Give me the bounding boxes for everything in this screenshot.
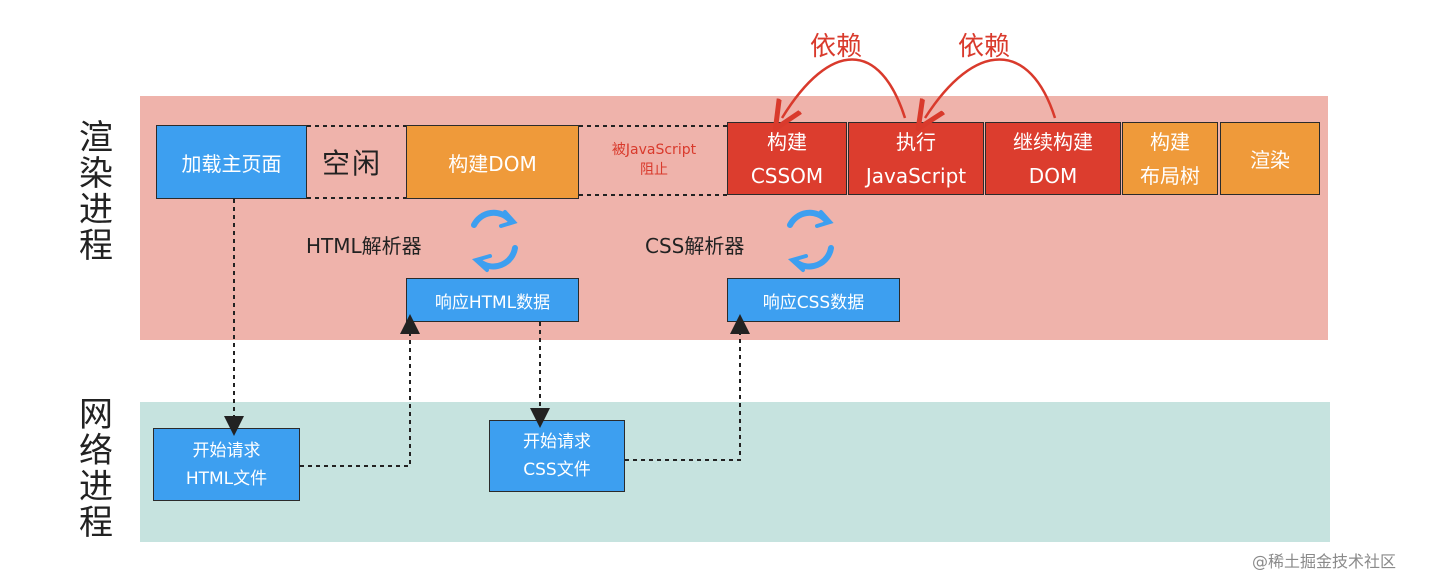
css-parser-cycle-icon [787, 209, 834, 272]
continue-build-dom-box: 继续构建 DOM [985, 122, 1121, 195]
idle-label: 空闲 [322, 147, 383, 180]
dependency-label-1: 依赖 [810, 32, 863, 62]
dependency-label-2: 依赖 [958, 32, 1011, 62]
request-html-file-box: 开始请求 HTML文件 [153, 428, 300, 501]
watermark: @稀土掘金技术社区 [1252, 552, 1397, 571]
request-css-file-box: 开始请求 CSS文件 [489, 420, 625, 492]
dependency-arc-2 [925, 58, 1057, 119]
execute-javascript-box: 执行 JavaScript [848, 122, 984, 195]
html-parser-cycle-icon [471, 209, 518, 272]
dependency-arc-1 [782, 58, 907, 119]
arrow-request-html-to-response [300, 314, 420, 467]
render-box: 渲染 [1220, 122, 1320, 195]
load-main-page-box: 加载主页面 [156, 125, 307, 199]
build-dom-box: 构建DOM [406, 125, 579, 199]
css-parser-label: CSS解析器 [645, 234, 745, 258]
build-layout-tree-box: 构建 布局树 [1122, 122, 1218, 195]
network-process-lane [140, 402, 1330, 542]
html-parser-label: HTML解析器 [306, 234, 422, 258]
build-cssom-box: 构建 CSSOM [727, 122, 847, 195]
render-process-label: 渲染进程 [79, 118, 113, 266]
network-process-label: 网络进程 [79, 395, 113, 543]
blocked-by-js-label: 被JavaScript 阻止 [611, 142, 697, 178]
css-response-box: 响应CSS数据 [727, 278, 900, 322]
html-response-box: 响应HTML数据 [406, 278, 579, 322]
arrow-request-css-to-response [625, 314, 750, 461]
